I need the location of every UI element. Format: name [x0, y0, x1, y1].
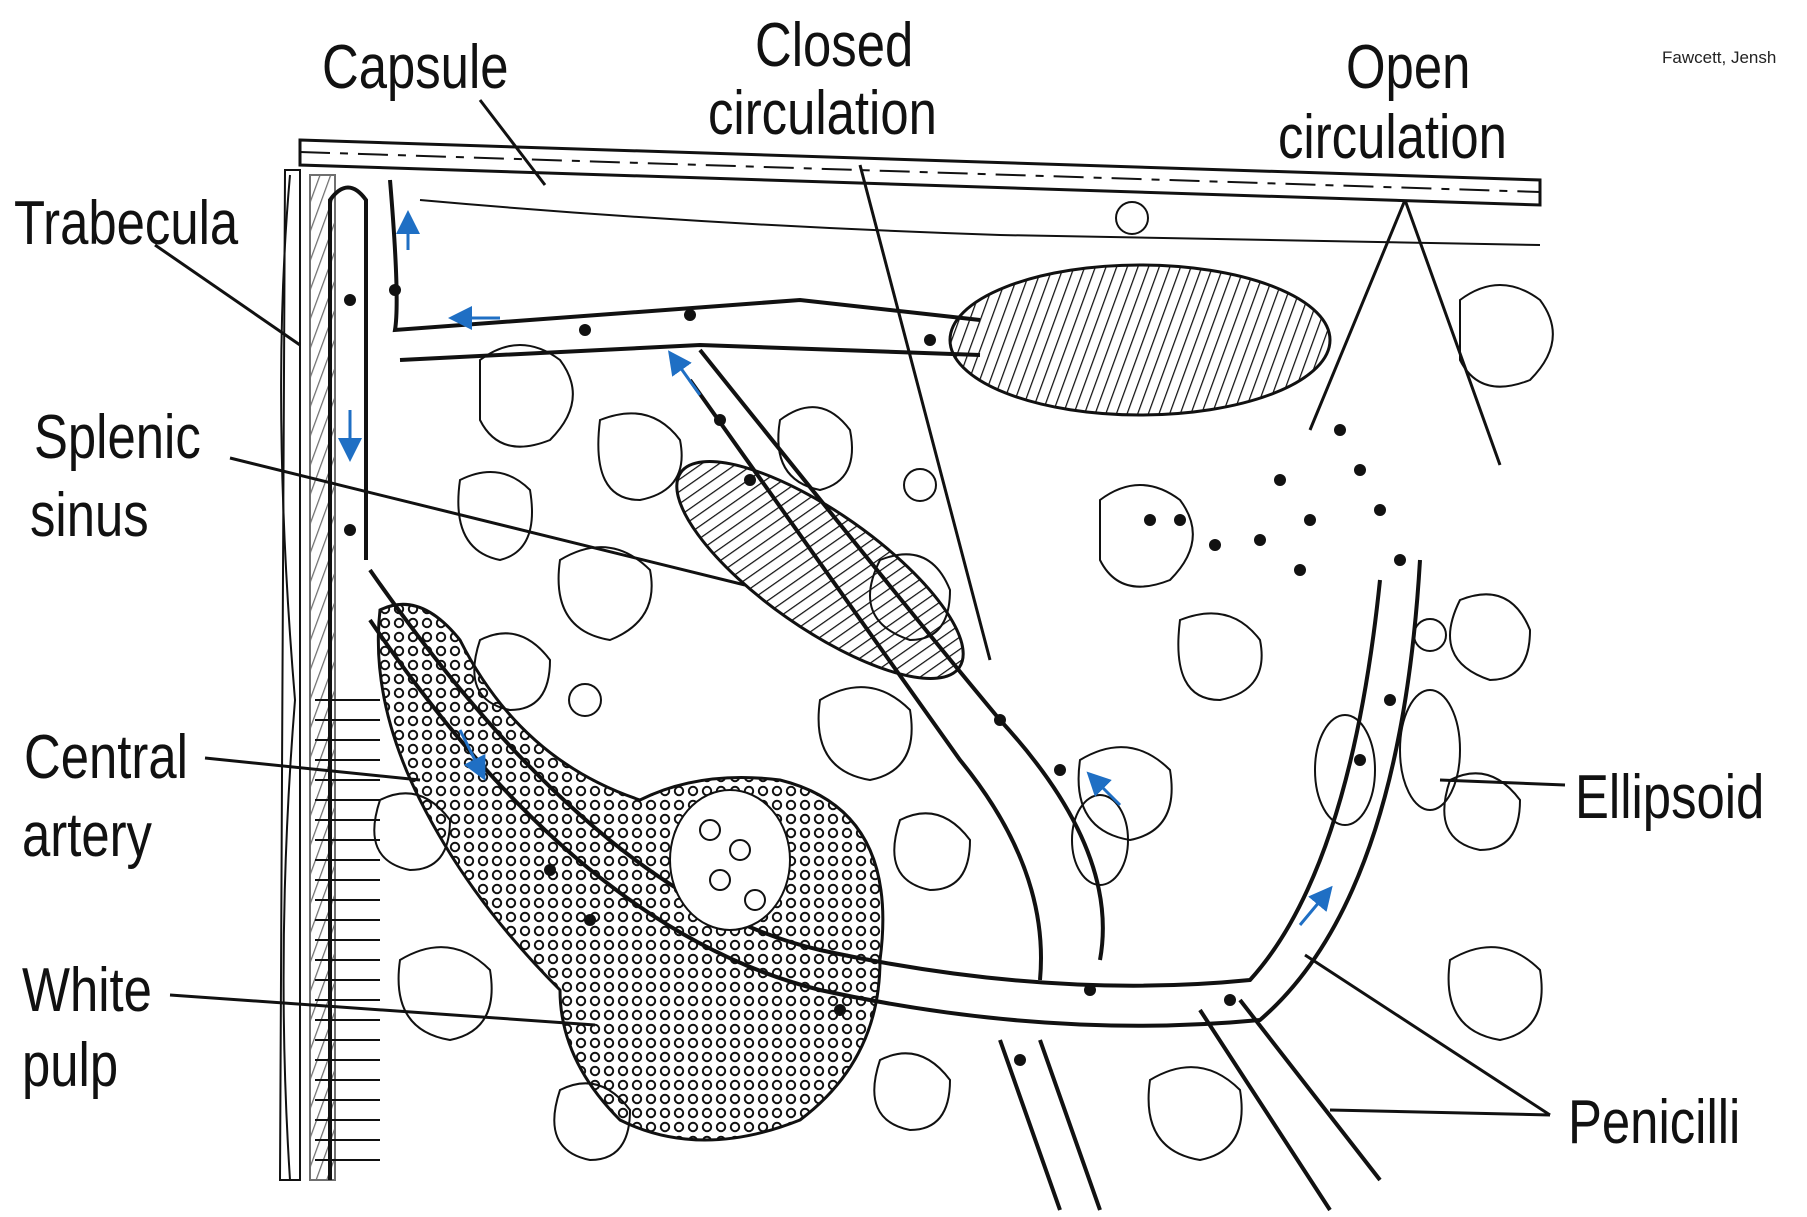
- label-white-pulp-line2: pulp: [22, 1038, 118, 1094]
- label-splenic-sinus-line2: sinus: [30, 488, 149, 544]
- flow-arrow-upleft: [675, 360, 700, 395]
- label-penicilli: Penicilli: [1568, 1095, 1740, 1151]
- leader-ellipsoid: [1440, 780, 1565, 785]
- label-white-pulp-line1: White: [22, 963, 152, 1019]
- label-trabecula: Trabecula: [14, 196, 238, 252]
- trabecula-band: [280, 170, 335, 1180]
- label-closed-circulation-line1: Closed: [755, 18, 913, 74]
- white-pulp: [378, 604, 883, 1140]
- label-splenic-sinus-line1: Splenic: [34, 410, 201, 466]
- leader-trabecula: [155, 245, 300, 345]
- leader-splenic-sinus: [230, 458, 745, 585]
- sinus-lattice: [647, 265, 1330, 715]
- label-open-circulation-line2: circulation: [1278, 110, 1507, 166]
- leader-open-circulation-a: [1310, 200, 1405, 430]
- label-capsule: Capsule: [322, 40, 509, 96]
- image-credit: Fawcett, Jensh: [1662, 48, 1776, 68]
- leader-white-pulp: [170, 995, 595, 1025]
- label-central-artery-line1: Central: [24, 730, 188, 786]
- label-ellipsoid: Ellipsoid: [1575, 770, 1764, 826]
- leader-open-circulation-b: [1405, 200, 1500, 465]
- flow-arrow-upleft-2: [1095, 780, 1120, 805]
- label-open-circulation-line1: Open: [1346, 40, 1470, 96]
- red-pulp-cells: [374, 285, 1553, 1160]
- label-closed-circulation-line2: circulation: [708, 86, 937, 142]
- label-central-artery-line2: artery: [22, 808, 152, 864]
- leader-penicilli-b: [1330, 1110, 1550, 1115]
